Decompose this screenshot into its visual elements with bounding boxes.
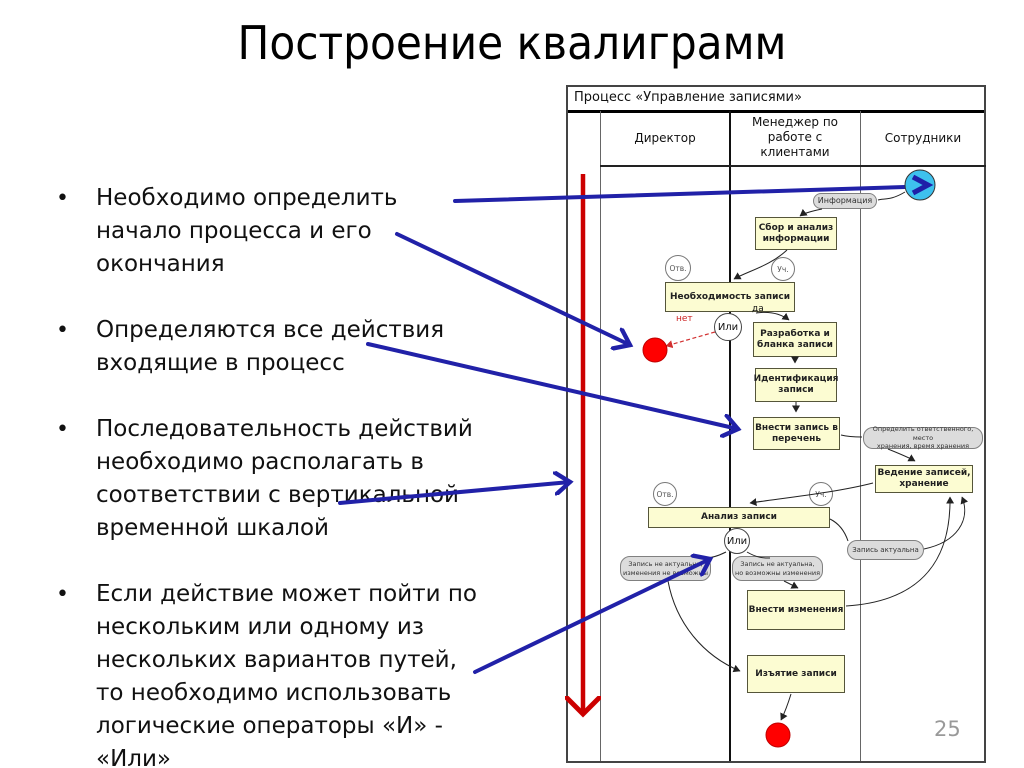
node-keeping-records: Ведение записей, хранение: [875, 465, 973, 493]
bullet-marker: •: [56, 186, 69, 211]
bullet-marker: •: [56, 318, 69, 343]
bullet-marker: •: [56, 417, 69, 442]
role-circle-responsible-1: Отв.: [665, 255, 691, 281]
page-number: 25: [934, 717, 961, 741]
branch-label-yes: да: [752, 304, 764, 314]
branch-label-no: нет: [676, 314, 693, 324]
bullet-text: Необходимо определить начало процесса и …: [96, 185, 398, 277]
node-collect-analyze-info: Сбор и анализ информации: [755, 217, 837, 250]
bullet-marker: •: [56, 582, 69, 607]
lane-header-divider: [600, 165, 986, 167]
node-make-changes: Внести изменения: [747, 590, 845, 630]
role-circle-participant-2: Уч.: [809, 482, 833, 506]
node-withdraw-record: Изъятие записи: [747, 655, 845, 693]
bullet-item: • Определяются все действия входящие в п…: [56, 314, 534, 380]
bullet-list: • Необходимо определить начало процесса …: [56, 182, 534, 768]
bullet-item: • Необходимо определить начало процесса …: [56, 182, 534, 281]
node-record-necessity: Необходимость записи: [665, 282, 795, 312]
node-enter-record-in-list: Внести запись в перечень: [753, 417, 840, 450]
label-record-actual: Запись актуальна: [847, 540, 924, 560]
operator-or-circle-1: Или: [714, 313, 742, 341]
lane-header-employees: Сотрудники: [884, 131, 962, 145]
lane-header-director: Директор: [634, 131, 696, 145]
label-define-responsible: Определить ответственного, место хранени…: [863, 425, 983, 450]
bullet-text: Если действие может пойти по нескольким …: [96, 581, 477, 768]
diagram-header-divider: [568, 110, 984, 113]
label-not-actual-changes-possible: Запись не актуальна, но возможны изменен…: [732, 556, 823, 581]
bullet-item: • Последовательность действий необходимо…: [56, 413, 534, 545]
bullet-item: • Если действие может пойти по нескольки…: [56, 578, 534, 768]
node-develop-record-form: Разработка и бланка записи: [753, 322, 837, 357]
role-circle-participant-1: Уч.: [771, 257, 795, 281]
role-circle-responsible-2: Отв.: [653, 482, 677, 506]
diagram-header-title: Процесс «Управление записями»: [574, 90, 802, 105]
label-not-actual-no-changes: Запись не актуальна, изменения не возмож…: [620, 556, 711, 581]
node-record-analysis: Анализ записи: [648, 507, 830, 528]
lane-divider-2: [729, 111, 731, 761]
lane-header-manager: Менеджер по работе с клиентами: [751, 115, 839, 159]
label-information: Информация: [813, 193, 877, 209]
node-record-identification: Идентификация записи: [754, 368, 838, 402]
bullet-text: Последовательность действий необходимо р…: [96, 416, 473, 541]
lane-divider-1: [600, 111, 601, 761]
bullet-text: Определяются все действия входящие в про…: [96, 317, 445, 376]
slide-title: Построение квалиграмм: [237, 16, 787, 70]
operator-or-circle-2: Или: [724, 528, 750, 554]
